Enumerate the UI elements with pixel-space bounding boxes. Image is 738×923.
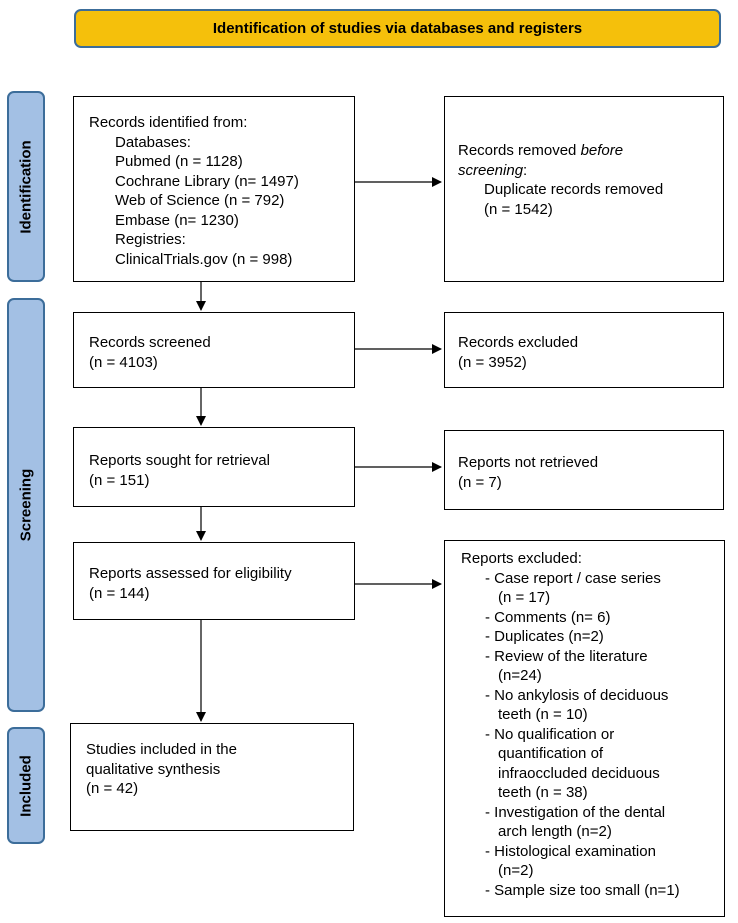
exclusion-reason-cont: infraoccluded deciduous <box>498 764 660 782</box>
records-excluded-label: Records excluded <box>458 334 579 351</box>
records-excluded-count: (n = 3952) <box>458 353 527 371</box>
duplicates-removed-label: Duplicate records removed <box>484 181 664 198</box>
studies-included-label-cont: qualitative synthesis <box>86 760 221 778</box>
records-removed-heading-cont: screening: <box>458 161 528 179</box>
diagram-title: Identification of studies via databases … <box>74 9 721 48</box>
studies-included-box: Studies included in the qualitative synt… <box>70 723 354 831</box>
records-screened-box: Records screened (n = 4103) <box>73 312 355 388</box>
exclusion-reason-cont: (n = 17) <box>498 589 551 606</box>
exclusion-reason: - Investigation of the dental <box>485 803 666 821</box>
reports-assessed-box: Reports assessed for eligibility (n = 14… <box>73 542 355 620</box>
records-identified-heading: Records identified from: <box>89 114 248 131</box>
phase-screening: Screening <box>7 298 45 712</box>
registry-entry: ClinicalTrials.gov (n = 998) <box>115 250 293 268</box>
studies-included-label: Studies included in the <box>86 741 237 758</box>
exclusion-reason: - Duplicates (n=2) <box>485 628 604 645</box>
exclusion-reason: - Histological examination <box>485 842 656 860</box>
studies-included-count: (n = 42) <box>86 780 139 797</box>
exclusion-reason-cont: quantification of <box>498 745 604 762</box>
exclusion-reason: - Sample size too small (n=1) <box>485 881 680 899</box>
reports-excluded-list: - Case report / case series (n = 17) - Com… <box>461 569 724 901</box>
database-entry: Embase (n= 1230) <box>115 211 239 229</box>
reports-sought-label: Reports sought for retrieval <box>89 452 270 469</box>
exclusion-reason: - Case report / case series <box>485 569 661 587</box>
registries-label: Registries: <box>115 231 186 248</box>
reports-assessed-label: Reports assessed for eligibility <box>89 565 292 582</box>
reports-sought-box: Reports sought for retrieval (n = 151) <box>73 427 355 507</box>
records-screened-label: Records screened <box>89 334 211 351</box>
reports-not-retrieved-box: Reports not retrieved (n = 7) <box>444 430 724 510</box>
phase-included: Included <box>7 727 45 844</box>
duplicates-removed-count: (n = 1542) <box>484 200 553 218</box>
reports-not-retrieved-label: Reports not retrieved <box>458 454 599 471</box>
exclusion-reason-cont: (n=24) <box>498 667 542 684</box>
phase-identification: Identification <box>7 91 45 282</box>
exclusion-reason: - No qualification or <box>485 725 615 743</box>
records-identified-box: Records identified from: Databases: Pubm… <box>73 96 355 282</box>
records-removed-heading: Records removed before <box>458 142 624 159</box>
exclusion-reason-cont: teeth (n = 10) <box>498 706 588 723</box>
database-entry: Cochrane Library (n= 1497) <box>115 172 299 190</box>
reports-assessed-count: (n = 144) <box>89 584 150 602</box>
database-entry: Pubmed (n = 1128) <box>115 153 243 170</box>
databases-label: Databases: <box>115 133 191 151</box>
reports-excluded-box: Reports excluded: - Case report / case s… <box>444 540 725 917</box>
reports-sought-count: (n = 151) <box>89 471 150 489</box>
records-excluded-box: Records excluded (n = 3952) <box>444 312 724 388</box>
reports-excluded-heading: Reports excluded: <box>461 550 582 567</box>
exclusion-reason: - No ankylosis of deciduous <box>485 686 669 704</box>
records-removed-box: Records removed before screening: Duplic… <box>444 96 724 282</box>
exclusion-reason: - Comments (n= 6) <box>485 608 611 626</box>
exclusion-reason-cont: teeth (n = 38) <box>498 784 588 801</box>
records-screened-count: (n = 4103) <box>89 353 158 371</box>
database-entry: Web of Science (n = 792) <box>115 192 285 209</box>
reports-not-retrieved-count: (n = 7) <box>458 473 502 491</box>
exclusion-reason-cont: arch length (n=2) <box>498 823 612 840</box>
exclusion-reason: - Review of the literature <box>485 647 648 665</box>
exclusion-reason-cont: (n=2) <box>498 862 534 879</box>
